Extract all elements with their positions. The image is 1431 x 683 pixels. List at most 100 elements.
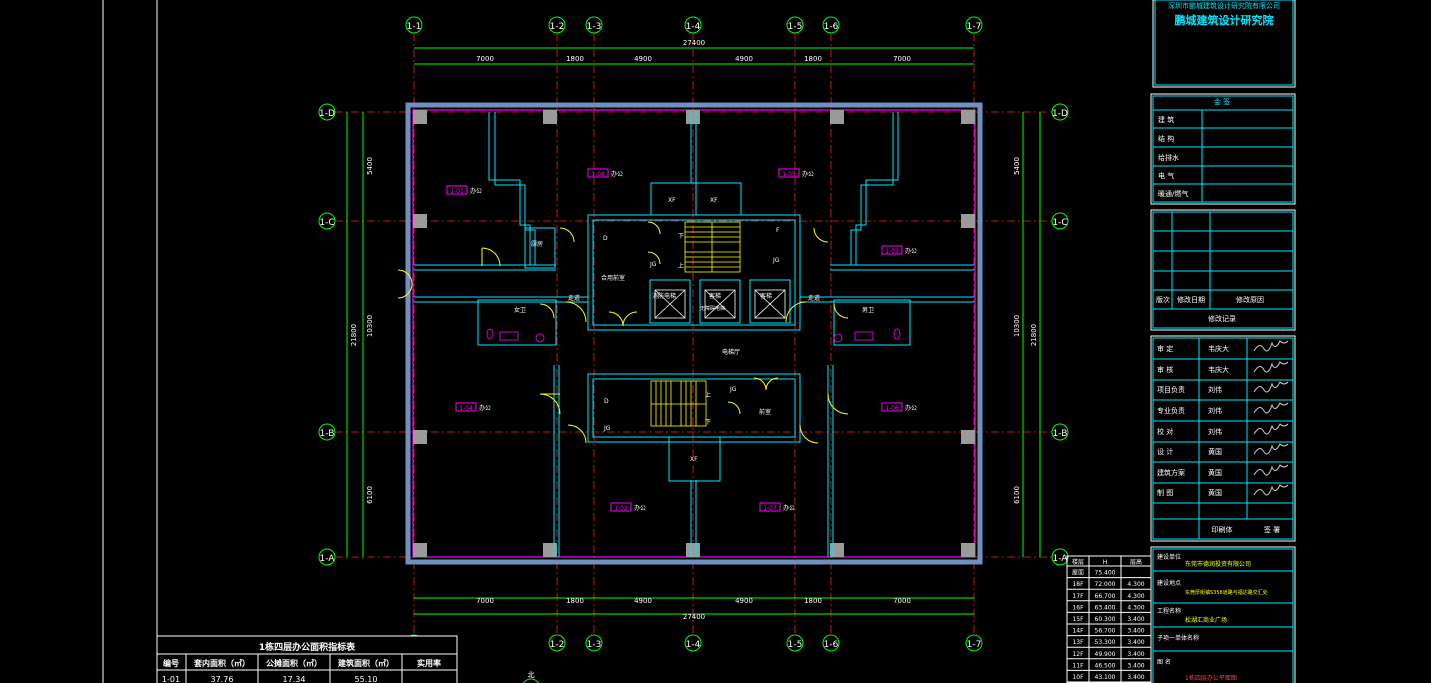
svg-text:1-C: 1-C — [319, 218, 334, 228]
svg-text:图 名: 图 名 — [1157, 658, 1171, 666]
dimension-lines — [346, 47, 1041, 615]
svg-text:办公: 办公 — [479, 404, 491, 412]
axis-bubble: 1-C — [1051, 212, 1069, 230]
svg-text:上: 上 — [705, 391, 711, 399]
approval-name: 刘伟 — [1208, 427, 1222, 436]
svg-text:H: H — [1103, 559, 1108, 566]
svg-text:1-01: 1-01 — [162, 675, 180, 683]
top-axis-bubbles: 1-1 1-2 1-3 1-4 1-5 1-6 1-7 — [405, 16, 983, 34]
svg-text:修改原因: 修改原因 — [1236, 295, 1264, 304]
svg-text:电梯厅: 电梯厅 — [722, 348, 740, 356]
svg-text:女卫: 女卫 — [514, 306, 526, 314]
svg-text:10300: 10300 — [366, 315, 374, 337]
axis-bubble: 1-D — [318, 103, 336, 121]
svg-text:印刷体: 印刷体 — [1212, 525, 1233, 534]
svg-text:建 筑: 建 筑 — [1158, 115, 1174, 124]
title-block: 深圳市鹏城建筑设计研究院有限公司 鹏城建筑设计研究院 会 签 建 筑 结 构 给… — [1150, 0, 1431, 683]
svg-text:1-D: 1-D — [319, 109, 335, 119]
svg-text:下: 下 — [678, 233, 684, 240]
svg-text:7000: 7000 — [476, 55, 494, 63]
level-cell: 14F — [1072, 628, 1084, 635]
sheet-frame — [102, 0, 158, 683]
level-cell: 屋面 — [1072, 570, 1084, 577]
level-cell: 17F — [1072, 593, 1084, 600]
svg-text:1-B: 1-B — [320, 429, 335, 439]
approval-role: 设 计 — [1157, 447, 1173, 456]
svg-text:1-A: 1-A — [1053, 554, 1069, 564]
axis-bubble: 1-6 — [822, 634, 840, 652]
svg-text:建筑面积（㎡）: 建筑面积（㎡） — [337, 658, 394, 668]
svg-text:电 气: 电 气 — [1158, 171, 1174, 180]
axis-bubble: 1-5 — [786, 634, 804, 652]
level-cell: 60.300 — [1095, 616, 1116, 623]
svg-text:1-2: 1-2 — [550, 22, 565, 32]
bottom-axis-bubbles: 1-1 1-2 1-3 1-4 1-5 1-6 1-7 — [405, 634, 983, 652]
svg-text:1-C: 1-C — [1052, 218, 1067, 228]
signature — [1253, 340, 1289, 352]
svg-text:编号: 编号 — [163, 658, 179, 668]
approval-role: 专业负责 — [1157, 406, 1185, 415]
svg-text:深圳市鹏城建筑设计研究院有限公司: 深圳市鹏城建筑设计研究院有限公司 — [1168, 1, 1280, 10]
svg-text:走道: 走道 — [568, 294, 580, 302]
axis-bubble: 1-D — [1051, 103, 1069, 121]
svg-text:办公: 办公 — [634, 504, 646, 512]
svg-text:JG: JG — [649, 261, 657, 268]
svg-text:D: D — [603, 235, 608, 242]
svg-text:上: 上 — [678, 262, 684, 270]
svg-text:21800: 21800 — [1030, 324, 1038, 346]
svg-text:1栋四层办公面积指标表: 1栋四层办公面积指标表 — [259, 641, 356, 653]
svg-text:XF: XF — [710, 197, 718, 204]
svg-text:套内面积（㎡）: 套内面积（㎡） — [193, 658, 250, 668]
level-cell: 16F — [1072, 604, 1084, 611]
svg-text:暖通/燃气: 暖通/燃气 — [1158, 189, 1188, 198]
level-cell: 63.400 — [1095, 604, 1116, 611]
svg-text:版次: 版次 — [1156, 295, 1170, 304]
level-cell: 3.400 — [1127, 674, 1144, 681]
north-mark: 北 — [522, 671, 540, 683]
approval-role: 审 核 — [1157, 365, 1173, 374]
svg-text:10300: 10300 — [1013, 315, 1021, 337]
level-cell: 13F — [1072, 639, 1084, 646]
svg-text:签 署: 签 署 — [1264, 525, 1280, 534]
svg-text:子项一单体名称: 子项一单体名称 — [1157, 634, 1199, 642]
elevator-cars — [654, 289, 786, 319]
svg-text:公摊面积（㎡）: 公摊面积（㎡） — [266, 658, 322, 668]
level-cell: 72.000 — [1095, 581, 1116, 588]
svg-text:5400: 5400 — [366, 157, 374, 175]
svg-text:东莞厚街镇S358道路与福达路交汇处: 东莞厚街镇S358道路与福达路交汇处 — [1185, 589, 1268, 596]
axis-bubble: 1-B — [1051, 423, 1069, 441]
svg-text:7000: 7000 — [893, 597, 911, 605]
svg-text:办公: 办公 — [905, 404, 917, 412]
svg-text:27400: 27400 — [683, 39, 705, 47]
svg-text:修改日期: 修改日期 — [1177, 295, 1205, 304]
svg-text:37.76: 37.76 — [211, 675, 234, 683]
svg-text:1-1: 1-1 — [407, 22, 422, 32]
axis-bubble: 1-6 — [822, 16, 840, 34]
svg-text:1-D: 1-D — [1052, 109, 1068, 119]
svg-text:27400: 27400 — [683, 613, 705, 621]
svg-text:1800: 1800 — [804, 55, 822, 63]
approval-role: 审 定 — [1157, 344, 1173, 353]
svg-text:厨房: 厨房 — [531, 240, 543, 248]
doors — [397, 221, 849, 444]
svg-text:实用率: 实用率 — [417, 658, 441, 668]
svg-text:1-7: 1-7 — [967, 640, 982, 650]
approval-name: 韦庆大 — [1208, 365, 1229, 374]
approval-name: 黄国 — [1208, 468, 1222, 477]
approval-role: 校 对 — [1157, 427, 1173, 436]
signature — [1253, 361, 1289, 373]
svg-text:F: F — [776, 227, 780, 234]
level-cell: 3.400 — [1127, 651, 1144, 658]
approval-role: 项目负责 — [1157, 385, 1185, 394]
stair-bottom — [650, 380, 707, 427]
approval-name: 刘伟 — [1208, 406, 1222, 415]
svg-text:1-2: 1-2 — [550, 640, 565, 650]
approval-role: 制 图 — [1157, 488, 1173, 497]
svg-text:1800: 1800 — [566, 55, 584, 63]
